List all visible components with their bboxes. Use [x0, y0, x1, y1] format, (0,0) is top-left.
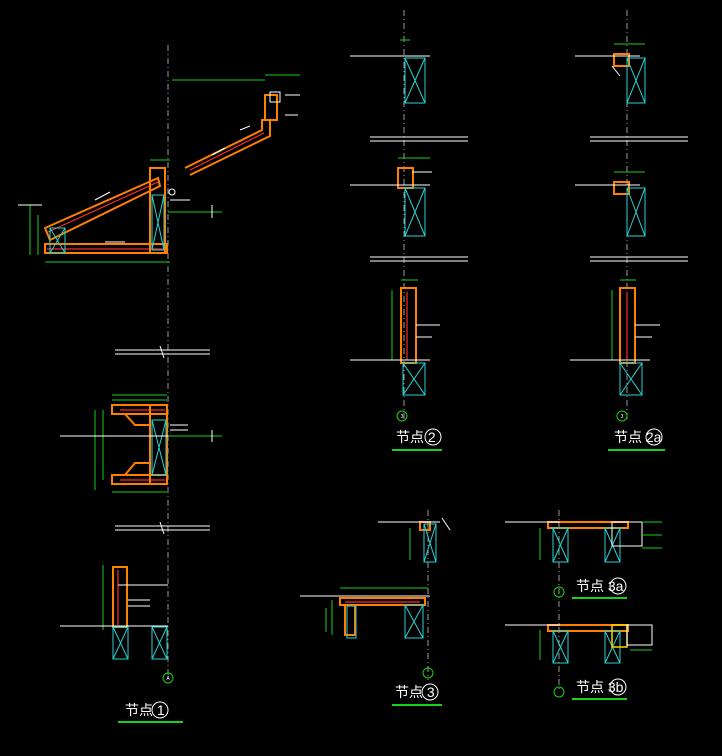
break-line-1a [115, 345, 210, 359]
detail-3-canopy [300, 510, 451, 680]
detail-title-3-circle [421, 683, 439, 701]
detail-title-1-label: 节点 1 [125, 702, 165, 718]
detail-title-3b-circle [609, 678, 627, 696]
detail-3b-canopy [505, 624, 653, 698]
detail-title-3: 节点 3 [392, 683, 442, 706]
detail-title-1: 节点 1 [118, 701, 183, 723]
detail-title-2-label: 节点 2 [396, 429, 436, 445]
detail-title-1-circle [151, 701, 169, 719]
detail-1-slab-section [60, 394, 222, 493]
axis-marker-3-right: 3 [621, 414, 624, 420]
detail-title-2a-label: 节点 2a [614, 429, 662, 445]
detail-title-2a: 节点 2a [608, 428, 665, 451]
detail-title-3b-label: 节点 3b [576, 679, 624, 695]
detail-title-3-label: 节点 3 [395, 684, 435, 700]
detail-title-3a-label: 节点 3a [576, 578, 624, 594]
detail-2-parapet: 3 [350, 10, 468, 422]
detail-title-3b: 节点 3b [572, 678, 627, 700]
detail-title-2: 节点 2 [392, 428, 442, 451]
axis-marker-A: A [166, 676, 170, 682]
detail-title-2a-circle [645, 428, 663, 446]
detail-2a-parapet: 3 [570, 10, 688, 422]
detail-1-roof-section [18, 45, 300, 680]
detail-3a-canopy [505, 510, 662, 690]
detail-title-2-circle [424, 428, 442, 446]
axis-marker-3-left: 3 [401, 414, 404, 420]
detail-1-wall-section: A [60, 565, 174, 684]
detail-title-3a: 节点 3a [572, 577, 627, 599]
detail-title-3a-circle [609, 577, 627, 595]
break-line-1b [115, 521, 210, 535]
